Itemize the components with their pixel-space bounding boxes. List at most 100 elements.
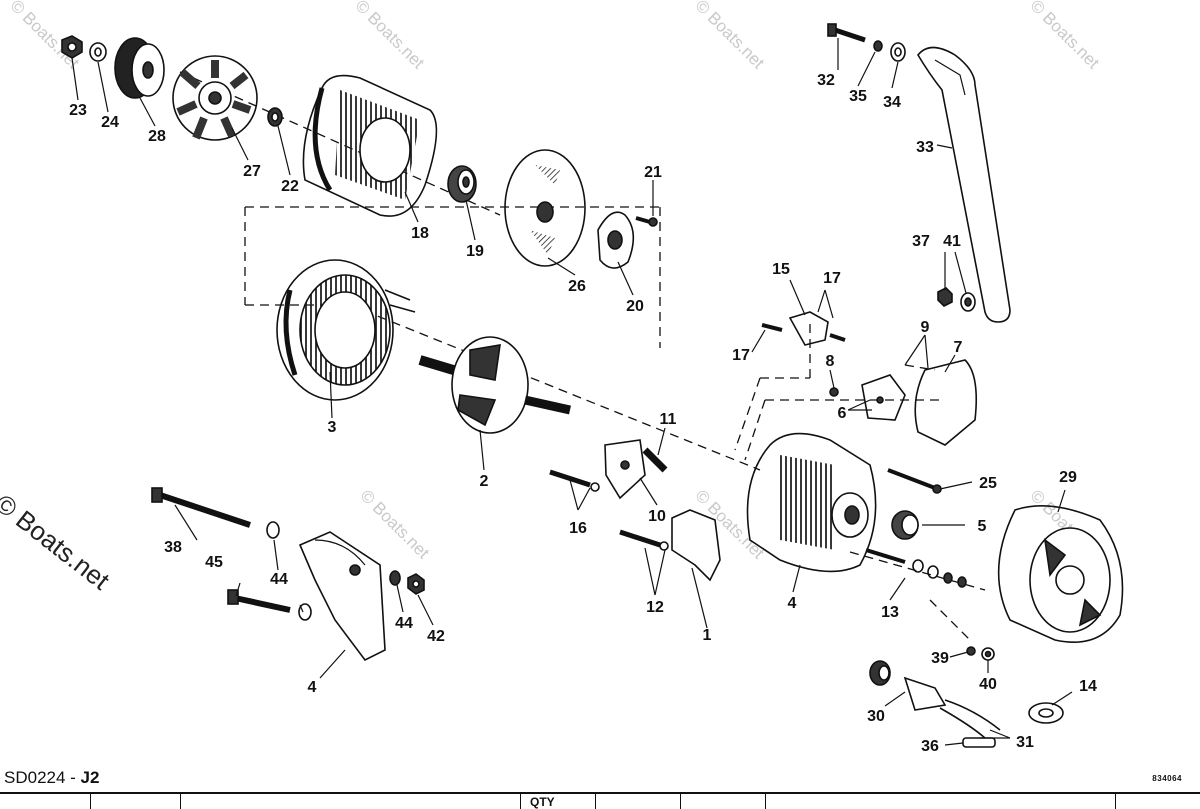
part-29-rear-cover (997, 505, 1124, 644)
callout-16: 16 (569, 520, 587, 537)
callout-30: 30 (867, 708, 885, 725)
callout-1: 1 (703, 627, 712, 644)
callout-26: 26 (568, 278, 586, 295)
callout-44: 44 (395, 615, 413, 632)
callout-33: 33 (916, 139, 934, 156)
part-4-mounting-bracket (298, 531, 386, 662)
callout-31: 31 (1016, 734, 1034, 751)
part-37-nut (937, 287, 953, 307)
part-3-stator (276, 259, 416, 401)
diagram-caption: SD0224 - J2 (4, 768, 99, 788)
callout-9: 9 (921, 319, 930, 336)
part-31-terminal-lead (903, 676, 1001, 739)
reference-number: 834064 (1152, 774, 1182, 783)
part-13-terminal-hardware (865, 548, 967, 588)
part-44-washer (266, 521, 401, 621)
callout-39: 39 (931, 650, 949, 667)
part-30-grommet (869, 660, 891, 686)
part-28-pulley (114, 37, 165, 99)
part-36-sleeve (962, 737, 996, 748)
table-column-divider (765, 794, 766, 809)
callout-32: 32 (817, 72, 835, 89)
part-32-bolt (827, 23, 866, 43)
part-20-bearing-plate (597, 211, 635, 269)
callout-41: 41 (943, 233, 961, 250)
part-1-regulator (671, 509, 721, 582)
part-10-brush-holder (604, 439, 646, 500)
callout-6: 6 (838, 405, 847, 422)
part-16-screws (549, 469, 600, 492)
part-27-fan (172, 55, 258, 141)
part-41-washer (960, 292, 976, 312)
table-column-divider (680, 794, 681, 809)
callout-7: 7 (954, 339, 963, 356)
part-2-rotor (418, 336, 571, 434)
part-33-adjusting-arm (917, 46, 1011, 323)
callout-25: 25 (979, 475, 997, 492)
callout-35: 35 (849, 88, 867, 105)
part-26-retainer-plate (504, 149, 586, 267)
callout-3: 3 (328, 419, 337, 436)
callout-42: 42 (427, 628, 445, 645)
callout-38: 38 (164, 539, 182, 556)
callout-13: 13 (881, 604, 899, 621)
diagram-code: SD0224 - (4, 768, 81, 787)
part-17-screws (761, 323, 846, 342)
callout-23: 23 (69, 102, 87, 119)
callout-40: 40 (979, 676, 997, 693)
callout-36: 36 (921, 738, 939, 755)
callout-20: 20 (626, 298, 644, 315)
callout-labels: 23 24 28 27 22 18 19 26 20 21 32 35 34 3… (69, 72, 1097, 755)
table-column-divider (595, 794, 596, 809)
callout-24: 24 (101, 114, 119, 131)
part-21-screw (635, 216, 658, 227)
callout-27: 27 (243, 163, 261, 180)
part-34-washer (890, 42, 906, 62)
callout-21: 21 (644, 164, 662, 181)
callout-17: 17 (823, 270, 841, 287)
callout-34: 34 (883, 94, 901, 111)
callout-37: 37 (912, 233, 930, 250)
callout-10: 10 (648, 508, 666, 525)
part-24-washer (89, 42, 107, 62)
part-14-washer (1028, 702, 1064, 724)
callout-45: 45 (205, 554, 223, 571)
assembly-guide-lines (179, 71, 986, 641)
part-22-spacer (267, 107, 283, 127)
callout-18: 18 (411, 225, 429, 242)
leader-lines (71, 38, 1073, 746)
callout-19: 19 (466, 243, 484, 260)
callout-12: 12 (646, 599, 664, 616)
callout-8: 8 (826, 353, 835, 370)
table-column-divider (1115, 794, 1116, 809)
parts-table-header-strip: QTY (0, 792, 1200, 809)
table-column-divider (520, 794, 521, 809)
part-15-terminal (788, 311, 829, 346)
part-6-rectifier (861, 374, 906, 421)
part-45-bolt (227, 589, 291, 613)
part-4-slip-ring-end-frame (746, 432, 877, 573)
callout-4: 4 (788, 595, 797, 612)
part-42-nut (407, 573, 425, 595)
part-12-screws (619, 529, 669, 551)
callout-11: 11 (660, 411, 677, 428)
table-header-qty: QTY (530, 795, 555, 809)
table-column-divider (90, 794, 91, 809)
part-23-nut (61, 35, 83, 59)
part-8-washer (829, 387, 839, 397)
part-11-brush (642, 447, 668, 473)
callout-2: 2 (480, 473, 489, 490)
callout-22: 22 (281, 178, 299, 195)
callout-4: 4 (308, 679, 317, 696)
callout-15: 15 (772, 261, 790, 278)
part-7-cover (914, 359, 978, 446)
part-40-nut (981, 647, 995, 661)
part-35-lock-washer (873, 40, 883, 52)
callout-28: 28 (148, 128, 166, 145)
callout-5: 5 (978, 518, 987, 535)
callout-14: 14 (1079, 678, 1097, 695)
callout-17: 17 (732, 347, 750, 364)
part-18-drive-end-frame (302, 74, 438, 217)
part-19-bearing (447, 165, 477, 203)
